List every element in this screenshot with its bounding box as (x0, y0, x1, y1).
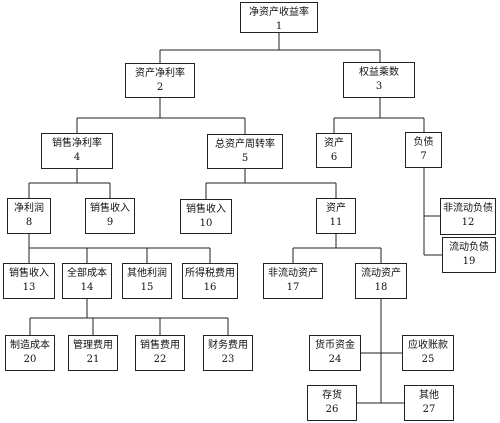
node-number: 26 (325, 404, 339, 415)
node-number: 9 (106, 217, 114, 228)
node-label: 净利润 (14, 203, 44, 214)
node-current-liabilities: 流动负债 19 (442, 237, 496, 273)
node-manufacturing-cost: 制造成本 20 (5, 335, 55, 371)
node-label: 销售净利率 (52, 138, 102, 149)
node-label: 财务费用 (208, 340, 248, 351)
node-label: 货币资金 (315, 340, 355, 351)
node-label: 流动负债 (449, 242, 489, 253)
node-label: 销售费用 (140, 340, 180, 351)
node-label: 负债 (413, 137, 434, 148)
node-other-profit: 其他利润 15 (122, 263, 172, 299)
node-number: 19 (462, 256, 476, 267)
node-total-cost: 全部成本 14 (62, 263, 112, 299)
node-label: 所得税费用 (185, 268, 235, 279)
node-label: 存货 (322, 390, 342, 401)
node-sales-revenue-10: 销售收入 10 (180, 199, 232, 234)
node-assets: 资产 6 (316, 133, 352, 168)
node-label: 资产 (326, 203, 346, 214)
node-number: 21 (86, 354, 100, 365)
node-income-tax-expense: 所得税费用 16 (182, 263, 238, 299)
node-number: 27 (422, 404, 436, 415)
node-label: 销售收入 (90, 203, 130, 214)
node-number: 4 (73, 152, 81, 163)
node-assets-11: 资产 11 (316, 198, 356, 234)
node-other: 其他 27 (404, 385, 454, 421)
node-label: 制造成本 (10, 340, 50, 351)
node-number: 23 (221, 354, 235, 365)
node-admin-expense: 管理费用 21 (68, 335, 118, 371)
node-number: 13 (22, 282, 36, 293)
node-label: 管理费用 (73, 340, 113, 351)
node-number: 1 (275, 21, 283, 32)
node-selling-expense: 销售费用 22 (135, 335, 185, 371)
node-number: 17 (286, 282, 300, 293)
node-total-asset-turnover: 总资产周转率 5 (207, 134, 283, 169)
node-net-profit-margin: 销售净利率 4 (41, 133, 113, 169)
node-label: 权益乘数 (359, 67, 399, 78)
node-number: 15 (140, 282, 154, 293)
node-number: 22 (153, 354, 167, 365)
node-label: 总资产周转率 (215, 139, 275, 150)
node-label: 销售收入 (186, 204, 226, 215)
node-number: 6 (330, 152, 338, 163)
node-label: 非流动负债 (443, 203, 493, 214)
node-number: 14 (80, 282, 94, 293)
node-number: 7 (420, 151, 427, 162)
node-roe: 净资产收益率 1 (240, 2, 318, 33)
node-label: 应收账款 (408, 340, 448, 351)
node-label: 其他 (419, 390, 439, 401)
node-number: 12 (461, 217, 475, 228)
node-label: 非流动资产 (268, 268, 318, 279)
node-roa: 资产净利率 2 (125, 63, 195, 98)
node-inventory: 存货 26 (307, 385, 357, 421)
node-cash: 货币资金 24 (309, 335, 361, 371)
node-number: 24 (328, 354, 342, 365)
node-liabilities: 负债 7 (405, 132, 442, 168)
node-non-current-liabilities: 非流动负债 12 (440, 198, 496, 235)
node-label: 流动资产 (361, 268, 401, 279)
node-current-assets: 流动资产 18 (355, 263, 407, 299)
node-number: 20 (23, 354, 37, 365)
node-label: 净资产收益率 (249, 7, 309, 18)
node-number: 3 (375, 81, 383, 92)
node-number: 8 (25, 217, 33, 228)
node-number: 10 (199, 218, 213, 229)
node-number: 25 (421, 354, 435, 365)
node-accounts-receivable: 应收账款 25 (402, 335, 454, 371)
node-label: 销售收入 (9, 268, 49, 279)
node-label: 资产 (324, 138, 344, 149)
node-finance-expense: 财务费用 23 (203, 335, 253, 371)
node-label: 全部成本 (67, 268, 107, 279)
node-number: 2 (156, 82, 164, 93)
node-number: 11 (329, 217, 343, 228)
node-non-current-assets: 非流动资产 17 (263, 263, 323, 299)
node-equity-multiplier: 权益乘数 3 (343, 62, 415, 98)
node-number: 18 (374, 282, 388, 293)
node-sales-revenue-9: 销售收入 9 (85, 198, 135, 234)
node-label: 资产净利率 (135, 68, 185, 79)
node-label: 其他利润 (127, 268, 167, 279)
node-number: 16 (203, 282, 217, 293)
node-net-profit: 净利润 8 (7, 198, 51, 234)
node-sales-revenue-13: 销售收入 13 (3, 263, 55, 299)
node-number: 5 (241, 153, 249, 164)
